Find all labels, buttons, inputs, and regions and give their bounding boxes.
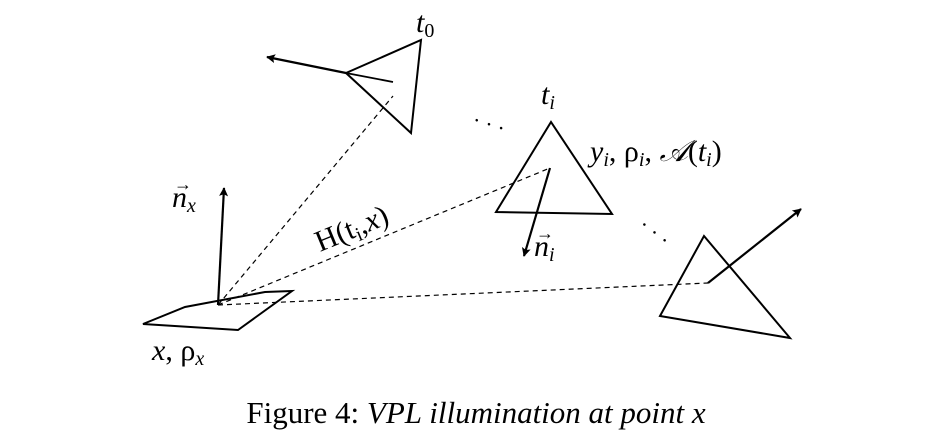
surface-patch-x [142, 289, 296, 332]
triangle-tn [658, 234, 793, 340]
triangle-ti [494, 120, 614, 216]
dashed-line-ti [217, 167, 551, 306]
normal-arrow-ti [521, 167, 552, 257]
triangle-t0-inner-edge [345, 72, 394, 83]
dashed-line-t0 [217, 95, 394, 306]
dashed-line-tn [217, 282, 709, 306]
emission-arrow-tn [707, 208, 802, 284]
label-ti: ti [541, 78, 555, 114]
label-h-function: H(ti,x) [310, 199, 394, 261]
emission-arrow-t0 [266, 54, 347, 75]
label-normal-i: ni [534, 230, 555, 266]
vector-arrow-nx-icon: → [174, 174, 192, 194]
label-point-x: x, ρx [151, 334, 204, 370]
caption-text: VPL illumination at point x [366, 395, 706, 430]
figure-caption: Figure 4: VPL illumination at point x [0, 395, 952, 431]
ellipsis-upper: · · · [469, 107, 508, 141]
normal-arrow-x [216, 187, 229, 306]
vpl-diagram: t0 ti · · · · · · yi, ρi, 𝒜(ti) nx → ni … [142, 6, 802, 370]
label-t0: t0 [416, 6, 434, 42]
label-normal-x: nx [172, 181, 196, 217]
vector-arrow-ni-icon: → [536, 223, 554, 243]
triangle-t0 [344, 38, 423, 136]
ellipsis-lower: · · · [634, 212, 675, 252]
visibility-lines [217, 95, 709, 306]
caption-prefix: Figure 4: [246, 395, 360, 430]
label-light-properties: yi, ρi, 𝒜(ti) [587, 135, 722, 171]
